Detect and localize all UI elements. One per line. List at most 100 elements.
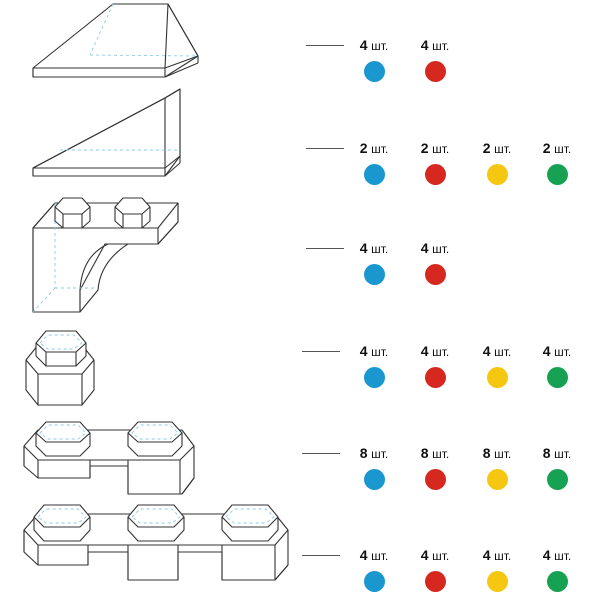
quantity-count: 4 xyxy=(359,37,368,53)
color-dot-red xyxy=(424,571,446,592)
quantity-label: 8 шт. xyxy=(527,445,587,462)
quantity-label: 4 шт. xyxy=(405,37,465,54)
quantity-unit: шт. xyxy=(432,142,450,156)
quantity-count: 8 xyxy=(420,445,429,461)
quantity-red: 4 шт. xyxy=(405,240,465,285)
quantity-count: 4 xyxy=(420,37,429,53)
quantity-count: 4 xyxy=(420,240,429,256)
quantity-count: 4 xyxy=(542,343,551,359)
color-dot-red xyxy=(424,61,446,82)
quantity-unit: шт. xyxy=(554,549,572,563)
leader-line xyxy=(306,248,344,249)
quantity-blue: 4 шт. xyxy=(344,547,404,592)
quantity-red: 8 шт. xyxy=(405,445,465,490)
quantity-yellow: 8 шт. xyxy=(467,445,527,490)
wedge-slope-small-row: 2 шт.2 шт.2 шт.2 шт. xyxy=(0,140,600,200)
quantity-blue: 8 шт. xyxy=(344,445,404,490)
quantity-label: 4 шт. xyxy=(405,240,465,257)
color-dot-blue xyxy=(363,264,385,285)
quantity-label: 4 шт. xyxy=(344,37,404,54)
wedge-slope-large-drawing xyxy=(32,3,199,78)
leader-line xyxy=(306,45,344,46)
quantity-label: 4 шт. xyxy=(344,240,404,257)
double-round-plate-drawing xyxy=(23,421,195,495)
quantity-count: 8 xyxy=(359,445,368,461)
quantity-blue: 4 шт. xyxy=(344,240,404,285)
color-dot-green xyxy=(546,469,568,490)
quantity-count: 2 xyxy=(359,140,368,156)
quantity-label: 8 шт. xyxy=(467,445,527,462)
parts-illustrations xyxy=(23,3,289,581)
color-dot-yellow xyxy=(486,367,508,388)
quantity-unit: шт. xyxy=(432,39,450,53)
quantity-count: 8 xyxy=(482,445,491,461)
quantity-unit: шт. xyxy=(432,345,450,359)
quantity-blue: 2 шт. xyxy=(344,140,404,185)
color-dot-red xyxy=(424,164,446,185)
quantity-label: 4 шт. xyxy=(527,343,587,360)
quantity-count: 4 xyxy=(359,240,368,256)
quantity-green: 8 шт. xyxy=(527,445,587,490)
quantity-label: 4 шт. xyxy=(527,547,587,564)
quantity-yellow: 4 шт. xyxy=(467,343,527,388)
quantity-blue: 4 шт. xyxy=(344,37,404,82)
quantity-count: 4 xyxy=(482,547,491,563)
quantity-red: 4 шт. xyxy=(405,547,465,592)
quantity-label: 4 шт. xyxy=(344,547,404,564)
quantity-unit: шт. xyxy=(371,142,389,156)
quantity-unit: шт. xyxy=(432,447,450,461)
quantity-unit: шт. xyxy=(494,447,512,461)
quantity-red: 4 шт. xyxy=(405,343,465,388)
quantity-label: 4 шт. xyxy=(467,547,527,564)
color-dot-green xyxy=(546,164,568,185)
quantity-label: 8 шт. xyxy=(344,445,404,462)
wedge-slope-small-drawing xyxy=(32,88,181,177)
quantity-unit: шт. xyxy=(432,242,450,256)
color-dot-blue xyxy=(363,367,385,388)
color-dot-blue xyxy=(363,571,385,592)
quantity-yellow: 2 шт. xyxy=(467,140,527,185)
quantity-label: 2 шт. xyxy=(527,140,587,157)
quantity-unit: шт. xyxy=(554,345,572,359)
color-dot-red xyxy=(424,264,446,285)
color-dot-blue xyxy=(363,164,385,185)
leader-line xyxy=(302,453,340,454)
wedge-slope-large-row: 4 шт.4 шт. xyxy=(0,37,600,97)
quantity-red: 2 шт. xyxy=(405,140,465,185)
arch-brick-drawing xyxy=(32,197,179,313)
leader-line xyxy=(302,555,340,556)
quantity-unit: шт. xyxy=(371,549,389,563)
quantity-label: 2 шт. xyxy=(467,140,527,157)
color-dot-blue xyxy=(363,61,385,82)
quantity-green: 2 шт. xyxy=(527,140,587,185)
quantity-count: 8 xyxy=(542,445,551,461)
color-dot-yellow xyxy=(486,164,508,185)
quantity-label: 2 шт. xyxy=(344,140,404,157)
quantity-count: 4 xyxy=(359,547,368,563)
color-dot-red xyxy=(424,469,446,490)
color-dot-green xyxy=(546,367,568,388)
quantity-unit: шт. xyxy=(371,242,389,256)
quantity-count: 2 xyxy=(482,140,491,156)
triple-round-plate-drawing xyxy=(23,504,289,581)
quantity-label: 4 шт. xyxy=(405,547,465,564)
quantity-unit: шт. xyxy=(494,549,512,563)
quantity-blue: 4 шт. xyxy=(344,343,404,388)
double-round-plate-row: 8 шт.8 шт.8 шт.8 шт. xyxy=(0,445,600,505)
quantity-unit: шт. xyxy=(371,447,389,461)
quantity-count: 2 xyxy=(420,140,429,156)
color-dot-yellow xyxy=(486,571,508,592)
quantity-unit: шт. xyxy=(494,345,512,359)
quantity-count: 4 xyxy=(420,547,429,563)
round-brick-1x1-row: 4 шт.4 шт.4 шт.4 шт. xyxy=(0,343,600,403)
quantity-green: 4 шт. xyxy=(527,547,587,592)
quantity-count: 4 xyxy=(542,547,551,563)
quantity-label: 4 шт. xyxy=(344,343,404,360)
leader-line xyxy=(302,351,340,352)
quantity-unit: шт. xyxy=(554,447,572,461)
color-dot-yellow xyxy=(486,469,508,490)
quantity-count: 2 xyxy=(542,140,551,156)
quantity-count: 4 xyxy=(420,343,429,359)
quantity-unit: шт. xyxy=(371,39,389,53)
quantity-count: 4 xyxy=(482,343,491,359)
